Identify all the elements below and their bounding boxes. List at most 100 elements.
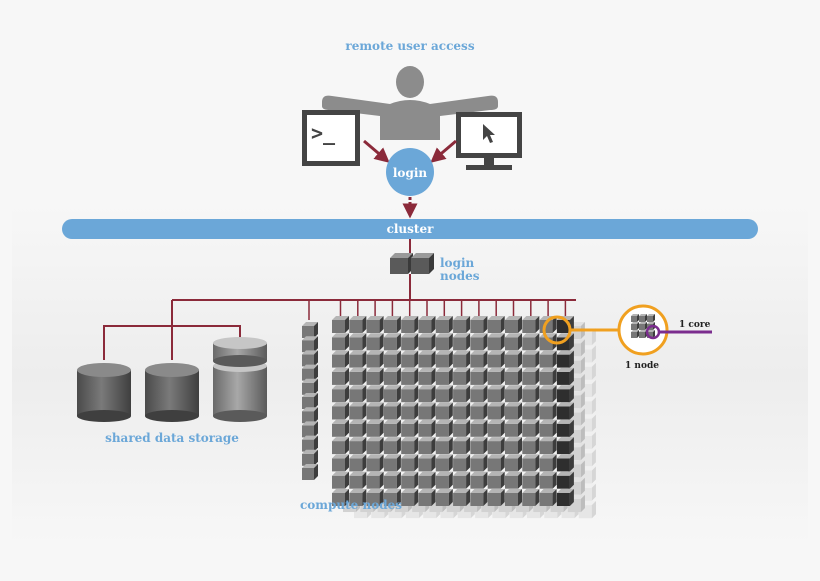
compute-node xyxy=(332,471,349,489)
compute-node xyxy=(453,333,471,351)
compute-node xyxy=(505,471,522,489)
compute-node xyxy=(487,316,505,333)
compute-node xyxy=(349,385,367,403)
cluster-bar xyxy=(62,219,758,239)
gui-monitor-icon xyxy=(456,112,522,170)
compute-node xyxy=(556,350,574,368)
compute-node xyxy=(470,350,488,368)
gui-to-login-arrow xyxy=(430,139,457,163)
compute-node xyxy=(556,437,574,455)
compute-node xyxy=(487,489,505,506)
compute-node xyxy=(487,471,505,489)
compute-node-grid xyxy=(332,316,574,506)
compute-node xyxy=(487,333,505,351)
compute-node xyxy=(418,419,436,437)
compute-node xyxy=(383,489,401,506)
compute-node xyxy=(505,437,522,455)
compute-node xyxy=(453,489,471,506)
compute-node xyxy=(522,385,540,403)
compute-node xyxy=(435,316,453,333)
compute-node xyxy=(366,402,384,420)
compute-node xyxy=(539,402,557,420)
compute-node xyxy=(435,350,453,368)
compute-node xyxy=(470,316,488,333)
compute-node xyxy=(522,471,540,489)
compute-node xyxy=(349,471,367,489)
compute-node xyxy=(435,402,453,420)
compute-node xyxy=(366,454,384,472)
compute-node xyxy=(302,336,318,353)
compute-node xyxy=(332,367,349,385)
compute-node xyxy=(418,333,436,351)
compute-node xyxy=(539,350,557,368)
compute-node xyxy=(470,385,488,403)
compute-node xyxy=(435,454,453,472)
storage-cylinder-icon xyxy=(77,363,131,422)
compute-node xyxy=(401,437,419,455)
login-bubble xyxy=(386,148,434,196)
compute-node xyxy=(349,367,367,385)
compute-node xyxy=(332,419,349,437)
compute-node xyxy=(302,407,318,424)
compute-node xyxy=(383,471,401,489)
core xyxy=(631,322,639,330)
compute-node xyxy=(418,367,436,385)
compute-node xyxy=(539,385,557,403)
compute-node xyxy=(522,402,540,420)
compute-node xyxy=(487,385,505,403)
compute-node xyxy=(470,333,488,351)
compute-node xyxy=(401,471,419,489)
compute-node xyxy=(505,489,522,506)
compute-node xyxy=(556,367,574,385)
compute-node xyxy=(366,316,384,333)
compute-node xyxy=(505,316,522,333)
compute-node xyxy=(435,437,453,455)
compute-node xyxy=(487,350,505,368)
compute-node xyxy=(453,350,471,368)
compute-node xyxy=(556,385,574,403)
compute-node xyxy=(505,333,522,351)
compute-nodes-label: compute nodes xyxy=(300,498,402,512)
compute-node xyxy=(401,419,419,437)
compute-node xyxy=(332,489,349,506)
compute-node xyxy=(505,367,522,385)
compute-node xyxy=(332,350,349,368)
compute-node xyxy=(539,437,557,455)
compute-node xyxy=(383,333,401,351)
compute-node xyxy=(418,385,436,403)
storage-cylinder-icon xyxy=(213,337,267,422)
compute-node xyxy=(505,402,522,420)
core xyxy=(647,330,655,338)
cluster-label: cluster xyxy=(387,222,435,236)
login-nodes-label-line1: login xyxy=(440,256,475,270)
compute-node xyxy=(366,419,384,437)
compute-node xyxy=(418,437,436,455)
compute-node xyxy=(332,385,349,403)
compute-node xyxy=(435,471,453,489)
compute-node xyxy=(302,421,318,438)
compute-node xyxy=(401,316,419,333)
compute-node xyxy=(505,350,522,368)
compute-node xyxy=(401,333,419,351)
compute-node xyxy=(366,350,384,368)
compute-node xyxy=(487,367,505,385)
compute-node xyxy=(556,419,574,437)
compute-node xyxy=(453,316,471,333)
compute-node xyxy=(349,419,367,437)
compute-node xyxy=(302,322,318,338)
compute-node xyxy=(418,471,436,489)
compute-node xyxy=(383,316,401,333)
compute-node xyxy=(522,489,540,506)
compute-node xyxy=(470,367,488,385)
login-nodes-label-line2: nodes xyxy=(440,269,480,283)
compute-node xyxy=(556,471,574,489)
compute-node xyxy=(383,454,401,472)
compute-node xyxy=(453,402,471,420)
storage-cylinder-icon xyxy=(145,363,199,422)
compute-node xyxy=(349,402,367,420)
compute-node xyxy=(435,419,453,437)
compute-node xyxy=(332,454,349,472)
compute-node xyxy=(539,454,557,472)
terminal-to-login-arrow xyxy=(363,139,390,163)
